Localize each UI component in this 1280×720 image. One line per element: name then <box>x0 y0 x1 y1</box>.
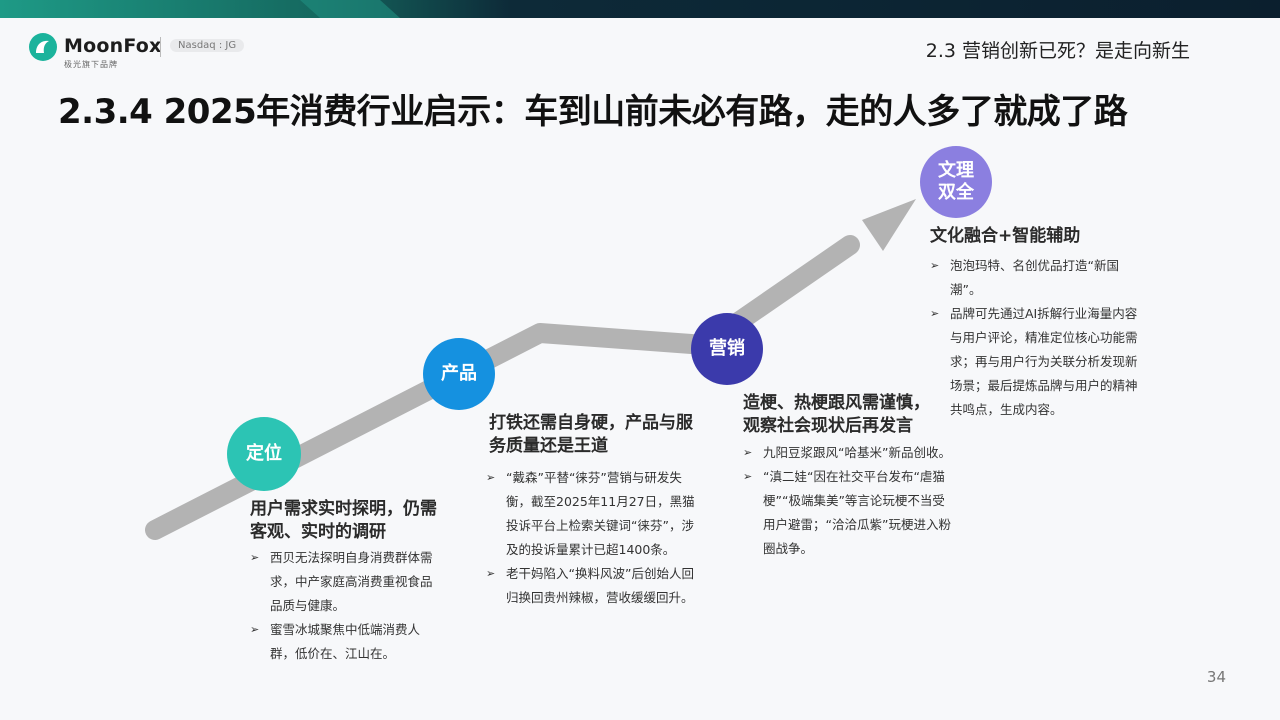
stage-bullet-list: ➢泡泡玛特、名创优品打造“新国潮”。 ➢品牌可先通过AI拆解行业海量内容与用户评… <box>930 254 1142 422</box>
stage-node-marketing: 营销 <box>691 313 763 385</box>
page-title: 2.3.4 2025年消费行业启示：车到山前未必有路，走的人多了就成了路 <box>58 92 1128 132</box>
bullet-arrow-icon: ➢ <box>486 567 496 580</box>
logo-subtitle: 极光旗下品牌 <box>64 60 118 69</box>
bullet-arrow-icon: ➢ <box>486 471 496 484</box>
moonfox-logo: MoonFox 极光旗下品牌 Nasdaq : JG <box>28 31 268 73</box>
moonfox-logo-icon <box>29 33 57 61</box>
list-item: ➢蜜雪冰城聚焦中低端消费人群，低价在、江山在。 <box>250 618 440 666</box>
stage-node-label: 营销 <box>709 338 745 360</box>
logo-divider <box>160 37 161 57</box>
bullet-arrow-icon: ➢ <box>250 623 260 636</box>
stage-heading: 造梗、热梗跟风需谨慎，观察社会现状后再发言 <box>743 393 930 436</box>
stage-node-product: 产品 <box>423 338 495 410</box>
stage-heading: 文化融合+智能辅助 <box>930 226 1081 246</box>
list-item: ➢品牌可先通过AI拆解行业海量内容与用户评论，精准定位核心功能需求；再与用户行为… <box>930 302 1142 422</box>
list-item: ➢“滇二娃“因在社交平台发布“虐猫梗”“极端集美”等言论玩梗不当受用户避雷；“洽… <box>743 465 953 561</box>
stage-heading: 打铁还需自身硬，产品与服务质量还是王道 <box>489 413 693 456</box>
list-item: ➢西贝无法探明自身消费群体需求，中产家庭高消费重视食品品质与健康。 <box>250 546 440 618</box>
stage-node-positioning: 定位 <box>227 417 301 491</box>
top-banner <box>0 0 1280 18</box>
section-tag: 2.3 营销创新已死？是走向新生 <box>925 40 1190 62</box>
list-item: ➢泡泡玛特、名创优品打造“新国潮”。 <box>930 254 1142 302</box>
growth-path-arrowhead <box>862 199 916 251</box>
list-item: ➢老干妈陷入“换料风波”后创始人回归换回贵州辣椒，营收缓缓回升。 <box>486 562 698 610</box>
nasdaq-badge: Nasdaq : JG <box>170 39 245 52</box>
stage-bullet-list: ➢九阳豆浆跟风“哈基米”新品创收。 ➢“滇二娃“因在社交平台发布“虐猫梗”“极端… <box>743 441 953 561</box>
stage-node-label: 文理双全 <box>938 160 974 203</box>
stage-bullet-list: ➢“戴森”平替“徕芬”营销与研发失衡，截至2025年11月27日，黑猫投诉平台上… <box>486 466 698 610</box>
bullet-arrow-icon: ➢ <box>930 259 940 272</box>
stage-node-label: 定位 <box>246 443 282 465</box>
list-item: ➢“戴森”平替“徕芬”营销与研发失衡，截至2025年11月27日，黑猫投诉平台上… <box>486 466 698 562</box>
list-item: ➢九阳豆浆跟风“哈基米”新品创收。 <box>743 441 953 465</box>
growth-path-line <box>145 235 860 540</box>
bullet-arrow-icon: ➢ <box>930 307 940 320</box>
bullet-arrow-icon: ➢ <box>743 470 753 483</box>
stage-bullet-list: ➢西贝无法探明自身消费群体需求，中产家庭高消费重视食品品质与健康。 ➢蜜雪冰城聚… <box>250 546 440 666</box>
logo-name: MoonFox <box>64 35 162 57</box>
stage-node-label: 产品 <box>441 363 477 385</box>
stage-heading: 用户需求实时探明，仍需客观、实时的调研 <box>250 499 437 542</box>
bullet-arrow-icon: ➢ <box>250 551 260 564</box>
stage-node-culture-tech: 文理双全 <box>920 146 992 218</box>
bullet-arrow-icon: ➢ <box>743 446 753 459</box>
page-number: 34 <box>1206 668 1226 686</box>
